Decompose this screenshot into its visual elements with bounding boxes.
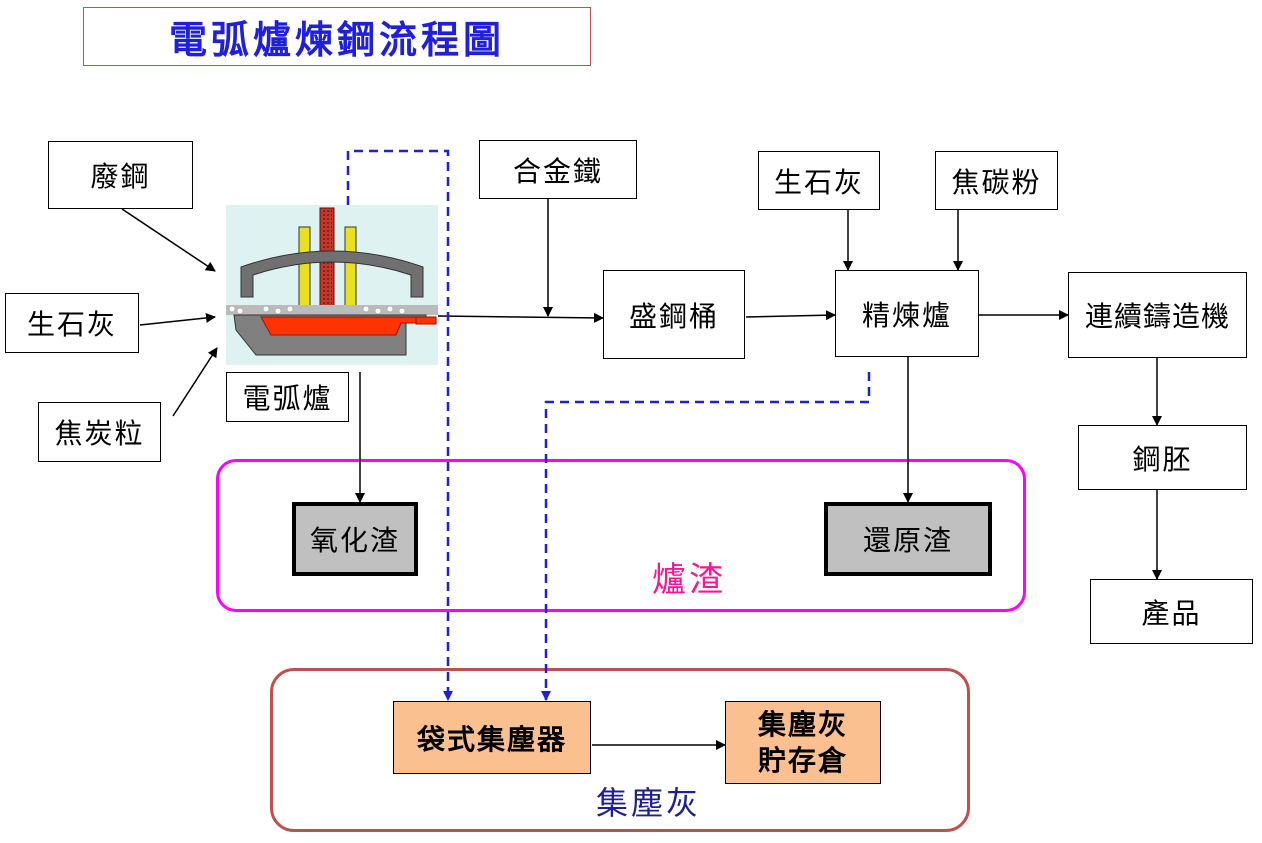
input-coke-powder: 焦碳粉 bbox=[935, 151, 1058, 210]
dust-group-label: 集塵灰 bbox=[596, 784, 702, 822]
eaf-label: 電弧爐 bbox=[226, 372, 349, 422]
input-scrap-steel: 廢鋼 bbox=[48, 141, 193, 209]
arrow-ladle-to-refining bbox=[745, 310, 836, 321]
oxidizing-slag-box: 氧化渣 bbox=[292, 502, 418, 576]
dust-group bbox=[270, 668, 970, 832]
refining-furnace-box: 精煉爐 bbox=[835, 270, 979, 357]
input-ferroalloy: 合金鐵 bbox=[479, 140, 637, 199]
dashed-eaf-exhaust bbox=[346, 149, 453, 701]
input-quicklime-2: 生石灰 bbox=[758, 151, 880, 210]
billet-box: 鋼胚 bbox=[1078, 425, 1247, 490]
arrow-eaf-to-ladle bbox=[437, 312, 604, 323]
continuous-caster-box: 連續鑄造機 bbox=[1068, 272, 1247, 358]
product-box: 產品 bbox=[1090, 579, 1253, 644]
dust-storage-line2: 貯存倉 bbox=[757, 743, 848, 777]
electric-arc-furnace-illustration bbox=[226, 205, 438, 365]
slag-group bbox=[216, 459, 1026, 612]
page-title: 電弧爐煉鋼流程圖 bbox=[83, 7, 591, 66]
baghouse-box: 袋式集塵器 bbox=[393, 701, 591, 774]
input-quicklime: 生石灰 bbox=[5, 293, 139, 353]
dashed-refining-exhaust bbox=[541, 372, 871, 701]
arrow-scrap-to-eaf bbox=[121, 208, 216, 272]
dust-storage-box: 集塵灰 貯存倉 bbox=[725, 701, 881, 784]
ladle-box: 盛鋼桶 bbox=[603, 270, 745, 359]
reducing-slag-box: 還原渣 bbox=[824, 502, 992, 576]
dust-storage-line1: 集塵灰 bbox=[757, 707, 848, 741]
input-coke-granules: 焦炭粒 bbox=[38, 402, 161, 462]
arrow-coke-to-eaf bbox=[172, 347, 218, 417]
slag-group-label: 爐渣 bbox=[652, 560, 726, 600]
arrow-lime-to-eaf bbox=[139, 312, 216, 326]
